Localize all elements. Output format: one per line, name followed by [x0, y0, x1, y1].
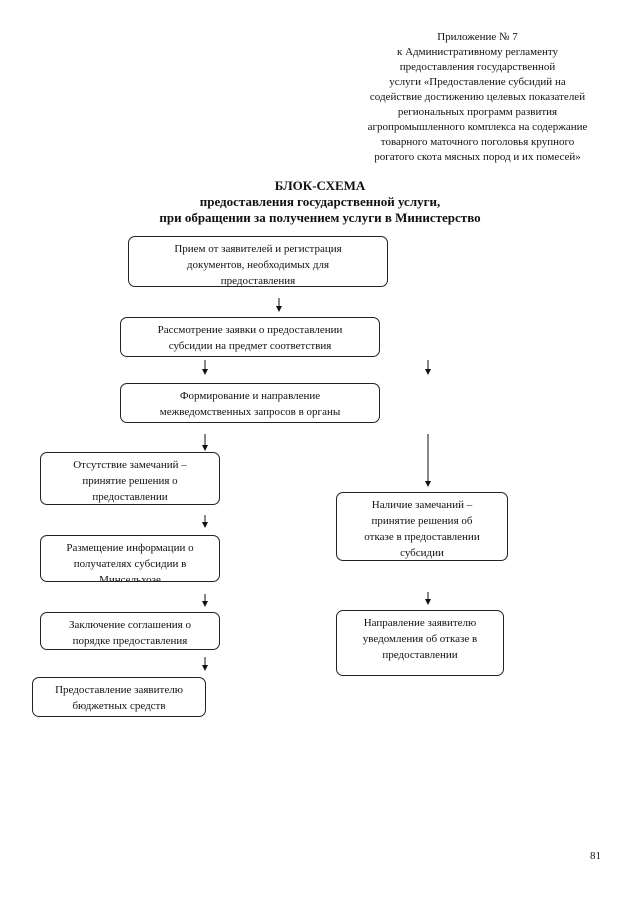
- remarks-box: Наличие замечаний – принятие решения об …: [336, 492, 508, 561]
- agreement-line: Заключение соглашения о: [69, 619, 191, 631]
- info-posting-box: Размещение информации о получателях субс…: [40, 535, 220, 582]
- title-heading: БЛОК-СХЕМА: [274, 178, 366, 193]
- info-line: Минсельхозе: [99, 574, 161, 582]
- no-remarks-line: предоставлении: [92, 491, 168, 503]
- reception-line: Прием от заявителей и регистрация: [174, 243, 342, 255]
- agreement-box: Заключение соглашения о порядке предоста…: [40, 612, 220, 650]
- review-box: Рассмотрение заявки о предоставлении суб…: [120, 317, 380, 357]
- agreement-line: порядке предоставления: [72, 635, 188, 647]
- appendix-line: содействие достижению целевых показателе…: [369, 91, 586, 103]
- appendix-line: к Административному регламенту: [396, 46, 559, 58]
- info-line: Размещение информации о: [66, 542, 194, 554]
- appendix-line: региональных программ развития: [397, 106, 558, 118]
- requests-line: Формирование и направление: [179, 390, 321, 402]
- no-remarks-line: принятие решения о: [82, 475, 178, 487]
- notice-line: Направление заявителю: [363, 617, 477, 629]
- appendix-line: товарного маточного поголовья крупного: [380, 136, 575, 148]
- reception-line: предоставления: [220, 275, 296, 287]
- notice-line: предоставлении: [382, 649, 458, 661]
- appendix-line: Приложение № 7: [437, 31, 518, 43]
- title-line-1: предоставления государственной услуги,: [199, 194, 441, 209]
- interagency-requests-box: Формирование и направление межведомствен…: [120, 383, 380, 423]
- appendix-line: услуги «Предоставление субсидий на: [389, 76, 566, 88]
- no-remarks-line: Отсутствие замечаний –: [73, 459, 187, 471]
- no-remarks-box: Отсутствие замечаний – принятие решения …: [40, 452, 220, 505]
- requests-line: межведомственных запросов в органы: [159, 406, 341, 418]
- diagram-title: БЛОК-СХЕМА предоставления государственно…: [100, 178, 540, 226]
- remarks-line: принятие решения об: [371, 515, 473, 527]
- appendix-header: Приложение № 7 к Административному регла…: [330, 30, 625, 165]
- funds-line: бюджетных средств: [72, 700, 166, 712]
- remarks-line: субсидии: [400, 547, 444, 559]
- page-number: 81: [590, 850, 601, 862]
- title-line-2: при обращении за получением услуги в Мин…: [159, 210, 481, 225]
- appendix-line: агропромышленного комплекса на содержани…: [367, 121, 588, 133]
- reception-box: Прием от заявителей и регистрация докуме…: [128, 236, 388, 287]
- appendix-line: предоставления государственной: [399, 61, 556, 73]
- funds-box: Предоставление заявителю бюджетных средс…: [32, 677, 206, 717]
- funds-line: Предоставление заявителю: [55, 684, 183, 696]
- review-line: субсидии на предмет соответствия: [168, 340, 332, 352]
- appendix-line: рогатого скота мясных пород и их помесей…: [374, 151, 581, 163]
- info-line: получателях субсидии в: [73, 558, 187, 570]
- notice-line: уведомления об отказе в: [362, 633, 478, 645]
- remarks-line: отказе в предоставлении: [364, 531, 480, 543]
- remarks-line: Наличие замечаний –: [371, 499, 473, 511]
- refusal-notice-box: Направление заявителю уведомления об отк…: [336, 610, 504, 676]
- reception-line: документов, необходимых для: [186, 259, 330, 271]
- review-line: Рассмотрение заявки о предоставлении: [157, 324, 343, 336]
